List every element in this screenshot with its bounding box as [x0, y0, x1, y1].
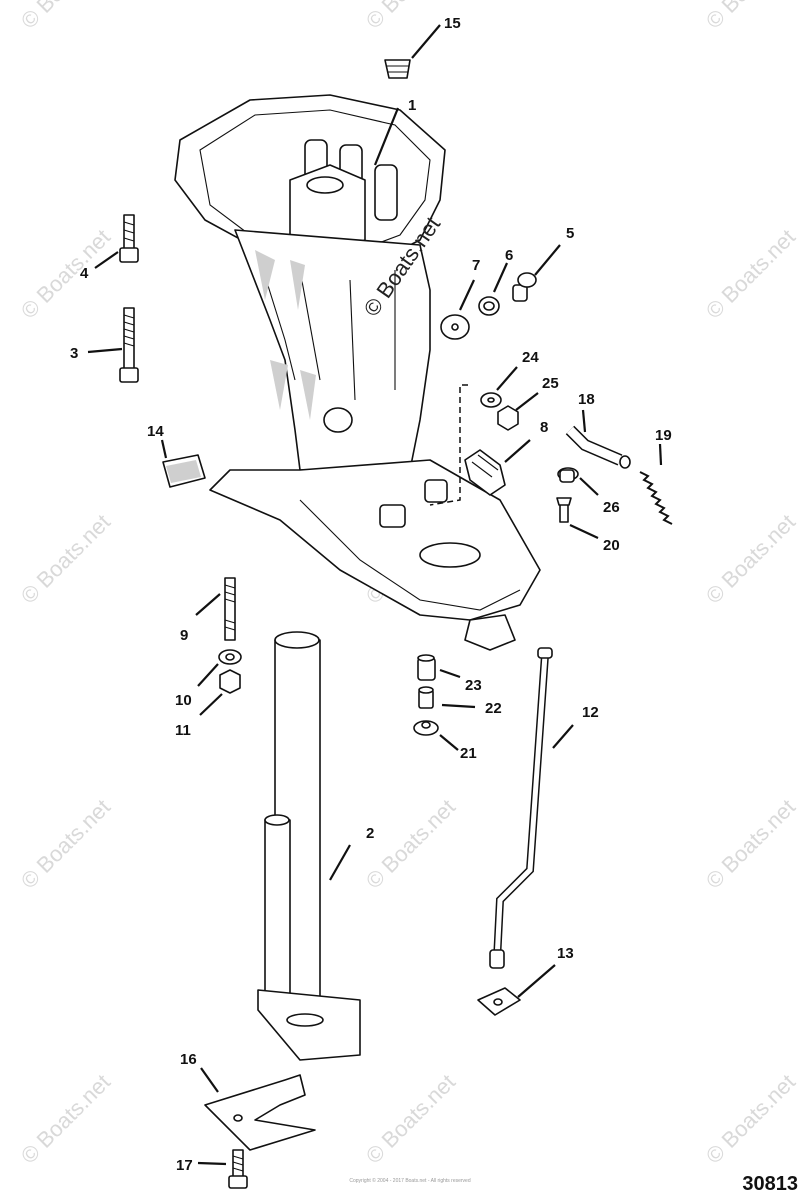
callout-labels: 1 2 3 4 5 6 7 8 9 10 11 12 13 14 15 16 1… — [70, 15, 672, 1174]
dashed-link-line — [429, 384, 468, 506]
decal-part-14 — [162, 454, 206, 488]
callout-9: 9 — [180, 627, 188, 644]
nut-part-25 — [497, 405, 519, 431]
bracket-part-16 — [204, 1074, 316, 1151]
leader-lines — [87, 24, 663, 1166]
clamp-part-26 — [557, 467, 579, 483]
spring-part-19 — [639, 471, 673, 525]
callout-25: 25 — [542, 375, 559, 392]
copyright-notice: Copyright © 2004 - 2017 Boats.net - All … — [349, 1178, 471, 1184]
grommet-part-21 — [413, 720, 439, 736]
driveshaft-housing-part-1 — [174, 94, 541, 651]
callout-14: 14 — [147, 423, 164, 440]
watermark: © Boats.net — [701, 794, 800, 893]
callout-24: 24 — [522, 349, 539, 366]
callout-22: 22 — [485, 700, 502, 717]
washer-part-7 — [440, 314, 470, 340]
callout-8: 8 — [540, 419, 548, 436]
plug-part-5 — [512, 272, 537, 302]
callout-13: 13 — [557, 945, 574, 962]
watermark: © Boats.net — [701, 509, 800, 608]
callout-1: 1 — [408, 97, 416, 114]
diagram-reference-number: 30813 — [742, 1173, 798, 1195]
callout-4: 4 — [80, 265, 89, 282]
callout-26: 26 — [603, 499, 620, 516]
bushing-part-22 — [418, 686, 434, 709]
callout-11: 11 — [175, 722, 191, 739]
watermark: © Boats.net — [701, 224, 800, 323]
callout-2: 2 — [366, 825, 374, 842]
callout-19: 19 — [655, 427, 672, 444]
callout-5: 5 — [566, 225, 574, 242]
callout-6: 6 — [505, 247, 513, 264]
washer-part-10 — [218, 649, 242, 665]
bolt-part-17 — [228, 1149, 248, 1189]
hose-part-18 — [565, 425, 631, 469]
callout-10: 10 — [175, 692, 192, 709]
bolt-part-3 — [119, 307, 139, 383]
sleeve-part-23 — [417, 654, 436, 681]
callout-15: 15 — [444, 15, 461, 32]
callout-20: 20 — [603, 537, 620, 554]
water-tube-part-12 — [489, 647, 553, 969]
exhaust-tube-part-2 — [257, 631, 361, 1061]
plug-part-15 — [384, 59, 411, 79]
grommet-part-8 — [464, 449, 506, 496]
callout-3: 3 — [70, 345, 78, 362]
watermark: © Boats.net — [16, 794, 115, 893]
watermark: © Boats.net — [16, 224, 115, 323]
callout-23: 23 — [465, 677, 482, 694]
nut-part-11 — [219, 669, 241, 694]
callout-17: 17 — [176, 1157, 193, 1174]
washer-part-24 — [480, 392, 502, 408]
watermark: © Boats.net — [701, 0, 800, 34]
watermark: © Boats.net — [16, 1069, 115, 1168]
callout-7: 7 — [472, 257, 480, 274]
water-tube-seal-part-13 — [477, 987, 521, 1016]
watermark: © Boats.net — [361, 794, 460, 893]
watermark: © Boats.net — [361, 1069, 460, 1168]
watermark: © Boats.net — [16, 0, 115, 34]
callout-21: 21 — [460, 745, 477, 762]
fitting-part-20 — [556, 497, 572, 523]
callout-16: 16 — [180, 1051, 197, 1068]
watermark: © Boats.net — [701, 1069, 800, 1168]
bolt-part-4 — [119, 214, 139, 263]
watermark: © Boats.net — [16, 509, 115, 608]
callout-18: 18 — [578, 391, 595, 408]
callout-12: 12 — [582, 704, 599, 721]
seal-part-6 — [478, 296, 500, 316]
stud-part-9 — [224, 577, 236, 641]
